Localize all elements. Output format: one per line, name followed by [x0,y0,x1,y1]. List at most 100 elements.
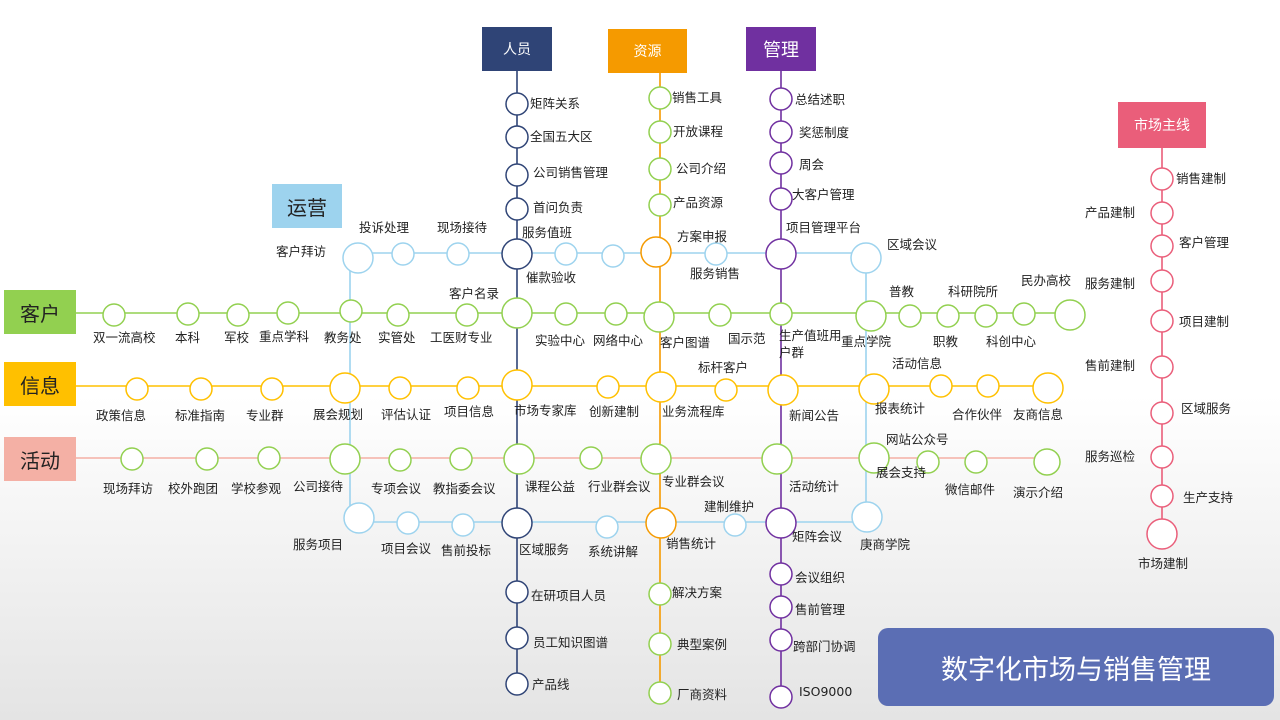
line-header-kehu[interactable]: 客户 [4,290,76,334]
station-51[interactable] [554,242,578,266]
station-56[interactable] [396,511,420,535]
station-12[interactable] [974,304,998,328]
line-header-shichang[interactable]: 市场主线 [1118,102,1206,148]
station-43[interactable] [761,443,793,475]
station-91[interactable] [1150,234,1174,258]
station-36[interactable] [257,446,281,470]
station-83[interactable] [765,238,797,270]
station-29[interactable] [767,374,799,406]
station-10[interactable] [898,304,922,328]
station-26[interactable] [596,375,620,399]
station-14[interactable] [1054,299,1086,331]
station-90[interactable] [1150,201,1174,225]
station-81[interactable] [769,151,793,175]
station-13[interactable] [1012,302,1036,326]
station-98[interactable] [1146,518,1178,550]
station-54[interactable] [850,242,882,274]
station-45[interactable] [916,450,940,474]
station-47[interactable] [1033,448,1061,476]
station-69[interactable] [505,672,529,696]
station-30[interactable] [858,373,890,405]
station-42[interactable] [640,443,672,475]
station-88[interactable] [769,685,793,709]
line-header-huodong[interactable]: 活动 [4,437,76,481]
station-65[interactable] [501,238,533,270]
station-21[interactable] [260,377,284,401]
station-33[interactable] [1032,372,1064,404]
station-4[interactable] [339,299,363,323]
station-38[interactable] [388,448,412,472]
station-66[interactable] [501,507,533,539]
station-79[interactable] [769,87,793,111]
station-62[interactable] [505,125,529,149]
station-40[interactable] [503,443,535,475]
station-87[interactable] [769,628,793,652]
station-74[interactable] [640,236,672,268]
station-67[interactable] [505,580,529,604]
station-52[interactable] [601,244,625,268]
station-70[interactable] [648,86,672,110]
station-53[interactable] [704,242,728,266]
station-93[interactable] [1150,309,1174,333]
station-73[interactable] [648,193,672,217]
station-64[interactable] [505,197,529,221]
station-41[interactable] [579,446,603,470]
station-3[interactable] [276,301,300,325]
station-61[interactable] [505,92,529,116]
station-75[interactable] [645,507,677,539]
station-95[interactable] [1150,401,1174,425]
station-22[interactable] [329,372,361,404]
station-78[interactable] [648,681,672,705]
station-63[interactable] [505,163,529,187]
station-9[interactable] [708,303,732,327]
station-39[interactable] [449,447,473,471]
station-34[interactable] [120,447,144,471]
station-32[interactable] [976,374,1000,398]
station-15[interactable] [501,297,533,329]
station-50[interactable] [446,242,470,266]
station-0[interactable] [102,303,126,327]
station-25[interactable] [501,369,533,401]
station-96[interactable] [1150,445,1174,469]
station-80[interactable] [769,120,793,144]
station-1[interactable] [176,302,200,326]
station-46[interactable] [964,450,988,474]
station-49[interactable] [391,242,415,266]
station-84[interactable] [765,507,797,539]
station-27[interactable] [645,371,677,403]
station-85[interactable] [769,562,793,586]
station-17[interactable] [769,302,793,326]
station-28[interactable] [714,378,738,402]
station-8[interactable] [604,302,628,326]
station-72[interactable] [648,157,672,181]
station-24[interactable] [456,376,480,400]
line-header-xinxi[interactable]: 信息 [4,362,76,406]
station-23[interactable] [388,376,412,400]
station-94[interactable] [1150,355,1174,379]
station-82[interactable] [769,187,793,211]
station-6[interactable] [455,303,479,327]
station-71[interactable] [648,120,672,144]
station-48[interactable] [342,242,374,274]
station-57[interactable] [451,513,475,537]
station-5[interactable] [386,303,410,327]
station-59[interactable] [723,513,747,537]
station-31[interactable] [929,374,953,398]
station-2[interactable] [226,303,250,327]
station-92[interactable] [1150,269,1174,293]
station-86[interactable] [769,595,793,619]
station-55[interactable] [343,502,375,534]
station-11[interactable] [936,304,960,328]
station-76[interactable] [648,582,672,606]
station-60[interactable] [851,501,883,533]
station-58[interactable] [595,515,619,539]
station-89[interactable] [1150,167,1174,191]
station-20[interactable] [189,377,213,401]
line-header-yunying[interactable]: 运营 [272,184,342,228]
station-37[interactable] [329,443,361,475]
line-header-renyuan[interactable]: 人员 [482,27,552,71]
station-19[interactable] [125,377,149,401]
station-7[interactable] [554,302,578,326]
station-68[interactable] [505,626,529,650]
line-header-guanli[interactable]: 管理 [746,27,816,71]
